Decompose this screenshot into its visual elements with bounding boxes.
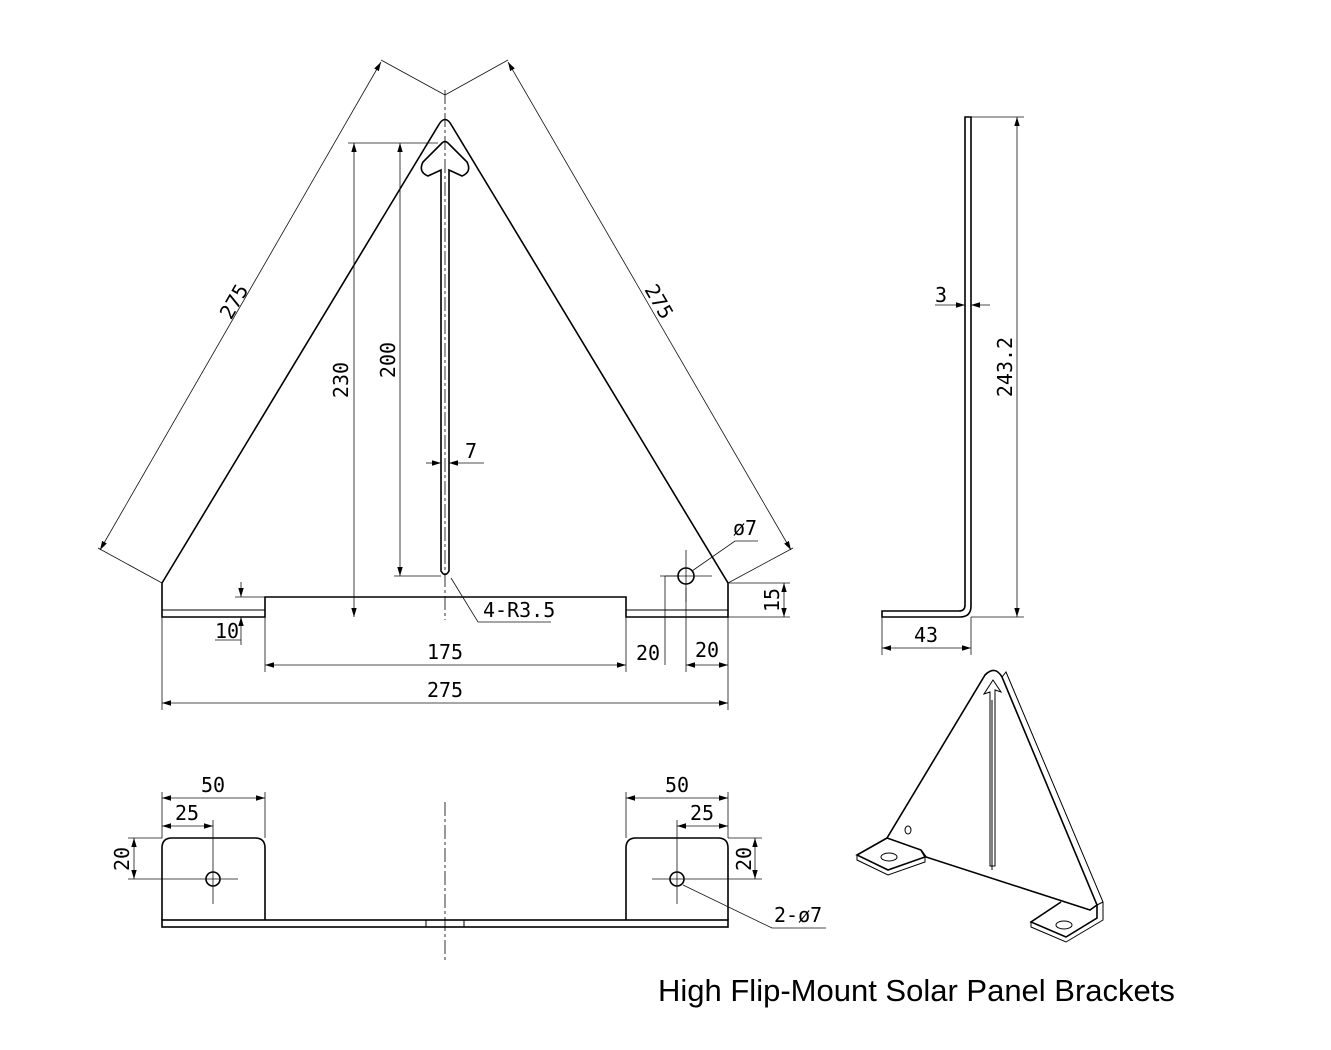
dim-side-left-label: 275: [215, 280, 254, 323]
iso-right-foot-edge: [1030, 902, 1104, 943]
dim-hole-x-label: 20: [636, 641, 660, 665]
iso-right-foot: [1029, 901, 1098, 938]
dim-left-hole-x-label: 25: [175, 801, 199, 825]
isometric-view: [855, 669, 1104, 943]
dim-left-hole-y-label: 20: [110, 847, 134, 871]
bottom-view: 50 25 20 50 25 20 2-ø7: [110, 773, 826, 960]
dim-side-right-label: 275: [640, 280, 679, 323]
iso-left-foot-edge: [856, 855, 926, 876]
dim-left-tab-width-label: 50: [201, 773, 225, 797]
iso-right-foot-hole: [1055, 920, 1073, 930]
dim-right-hole-y-label: 20: [732, 847, 756, 871]
dim-hole-dia-label: ø7: [733, 516, 757, 540]
dim-side-height-label: 243.2: [993, 337, 1017, 397]
dim-foot-height-label: 15: [760, 588, 784, 612]
dim-total-width-label: 275: [427, 678, 463, 702]
iso-left-foot-hole: [880, 852, 898, 862]
dim-tab-height-label: 10: [215, 619, 239, 643]
ext-line: [380, 59, 446, 96]
dim-slot-width-label: 7: [465, 439, 477, 463]
leader-radius: [450, 577, 551, 623]
dim-radius-label: 4-R3.5: [483, 598, 555, 622]
dim-right-hole-x-label: 25: [690, 801, 714, 825]
dim-slot-length-label: 200: [376, 342, 400, 378]
dim-height-total-label: 230: [329, 362, 353, 398]
dim-inner-width-label: 175: [427, 640, 463, 664]
dim-side-left: [99, 61, 382, 551]
leader-hole: [691, 540, 758, 572]
leader-holes: [682, 884, 826, 929]
ext-line: [444, 59, 509, 96]
dim-holes-label: 2-ø7: [774, 903, 822, 927]
dim-right-tab-width-label: 50: [665, 773, 689, 797]
dim-thickness-label: 3: [935, 283, 947, 307]
slot-outline: [420, 140, 470, 576]
iso-hole: [904, 825, 912, 835]
ext-line: [97, 547, 163, 584]
dim-hole-edge-label: 20: [695, 638, 719, 662]
iso-slot: [982, 679, 1003, 867]
front-view: 275 275 230 200 7 ø7 4-R3.5 15: [97, 59, 794, 710]
dim-foot-length-label: 43: [914, 623, 938, 647]
dim-side-right: [507, 61, 792, 551]
ext-line: [727, 547, 794, 584]
iso-plate: [885, 669, 1098, 911]
bracket-outline: [161, 118, 729, 618]
page-title: High Flip-Mount Solar Panel Brackets: [658, 973, 1175, 1008]
iso-plate-edge: [1001, 671, 1104, 906]
iso-left-foot: [855, 837, 927, 871]
side-profile: [881, 116, 972, 618]
left-tab: [161, 837, 266, 920]
side-view: 3 243.2 43: [881, 116, 1024, 655]
